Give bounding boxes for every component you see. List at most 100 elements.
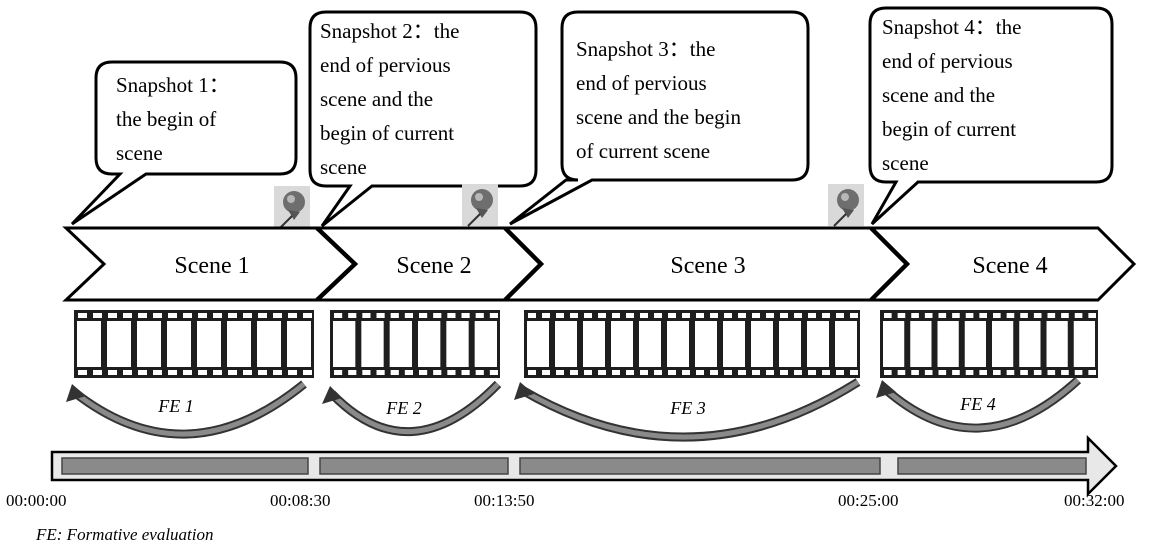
timestamp-3: 00:13:50 xyxy=(474,491,534,510)
snapshot-4-line-1: Snapshot 4：the xyxy=(882,15,1021,39)
snapshot-4-line-2: end of pervious xyxy=(882,49,1013,73)
sprocket-hole xyxy=(924,370,933,375)
sprocket-hole xyxy=(228,370,237,375)
sprocket-hole xyxy=(850,313,858,318)
film-frame xyxy=(1019,321,1041,367)
sprocket-hole xyxy=(1020,313,1028,318)
sprocket-hole xyxy=(288,370,297,375)
sprocket-hole xyxy=(475,313,484,318)
sprocket-hole xyxy=(710,313,718,318)
sprocket-hole xyxy=(108,313,117,318)
sprocket-hole xyxy=(794,370,802,375)
sprocket-hole xyxy=(752,313,760,318)
sprocket-hole xyxy=(952,370,960,375)
sprocket-hole xyxy=(404,313,413,318)
sprocket-hole xyxy=(938,313,947,318)
timestamp-2: 00:08:30 xyxy=(270,491,330,510)
sprocket-hole xyxy=(93,370,102,375)
sprocket-hole xyxy=(836,370,844,375)
sprocket-hole xyxy=(626,370,634,375)
sprocket-hole xyxy=(668,313,676,318)
sprocket-hole xyxy=(303,313,312,318)
sprocket-hole xyxy=(724,370,732,375)
film-frame xyxy=(835,321,857,367)
fe-4-label: FE 4 xyxy=(959,394,996,414)
sprocket-hole xyxy=(348,313,357,318)
sprocket-hole xyxy=(1074,313,1083,318)
sprocket-hole xyxy=(1047,370,1056,375)
sprocket-hole xyxy=(556,370,564,375)
sprocket-hole xyxy=(419,370,428,375)
film-frame xyxy=(964,321,986,367)
fe-1-label: FE 1 xyxy=(157,396,194,416)
sprocket-hole xyxy=(243,370,252,375)
sprocket-hole xyxy=(1047,313,1056,318)
sprocket-hole xyxy=(752,370,760,375)
film-frame xyxy=(418,321,441,367)
sprocket-hole xyxy=(696,313,704,318)
sprocket-hole xyxy=(766,313,774,318)
sprocket-hole xyxy=(273,313,282,318)
sprocket-hole xyxy=(258,370,267,375)
film-frame xyxy=(227,321,251,367)
timestamp-4: 00:25:00 xyxy=(838,491,898,510)
sprocket-hole xyxy=(570,313,578,318)
snapshot-bubble-1: Snapshot 1： the begin of scene xyxy=(70,60,298,226)
sprocket-hole xyxy=(288,313,297,318)
sprocket-hole xyxy=(911,370,919,375)
sprocket-hole xyxy=(1074,370,1083,375)
sprocket-hole xyxy=(404,370,413,375)
sprocket-hole xyxy=(612,370,620,375)
snapshot-1-line-1: Snapshot 1： xyxy=(116,73,230,97)
sprocket-hole xyxy=(884,313,892,318)
sprocket-hole xyxy=(489,370,498,375)
snapshot-3-line-4: of current scene xyxy=(576,139,710,163)
sprocket-hole xyxy=(626,313,634,318)
film-frame xyxy=(779,321,801,367)
sprocket-hole xyxy=(780,313,788,318)
sprocket-hole xyxy=(390,313,399,318)
sprocket-hole xyxy=(612,313,620,318)
sprocket-hole xyxy=(794,313,802,318)
sprocket-hole xyxy=(348,370,357,375)
film-frame xyxy=(937,321,959,367)
film-frame xyxy=(361,321,384,367)
sprocket-hole xyxy=(584,370,592,375)
film-frame xyxy=(910,321,932,367)
snapshot-2-line-3: scene and the xyxy=(320,87,433,111)
sprocket-hole xyxy=(78,313,87,318)
film-frame xyxy=(474,321,497,367)
svg-text:Snapshot 2：the end of pe: Snapshot 2：the end of pervious scene and… xyxy=(320,19,465,179)
sprocket-hole xyxy=(965,370,974,375)
sprocket-hole xyxy=(447,313,456,318)
sprocket-hole xyxy=(682,370,690,375)
sprocket-hole xyxy=(334,370,343,375)
sprocket-hole xyxy=(598,313,606,318)
snapshot-bubble-2: Snapshot 2：the end of pervious scene and… xyxy=(308,10,538,228)
film-strip-3 xyxy=(524,310,860,378)
sprocket-hole xyxy=(475,370,484,375)
snapshot-2-line-1: Snapshot 2：the xyxy=(320,19,459,43)
sprocket-hole xyxy=(897,313,906,318)
film-strip-2 xyxy=(330,310,500,378)
film-frame xyxy=(555,321,577,367)
sprocket-hole xyxy=(168,370,177,375)
film-frame xyxy=(333,321,356,367)
film-frame xyxy=(883,321,905,367)
sprocket-hole xyxy=(419,313,428,318)
snapshot-4-line-5: scene xyxy=(882,151,929,175)
time-segment-4 xyxy=(897,457,1087,475)
svg-text:Snapshot 1： the begin of: Snapshot 1： the begin of scene xyxy=(116,73,235,165)
snapshot-2-line-4: begin of current xyxy=(320,121,454,145)
scene-chevron-4: Scene 4 xyxy=(868,226,1137,302)
snapshot-4-line-3: scene and the xyxy=(882,83,995,107)
sprocket-hole xyxy=(258,313,267,318)
sprocket-hole xyxy=(1061,370,1069,375)
sprocket-hole xyxy=(334,313,343,318)
snapshot-1-line-3: scene xyxy=(116,141,163,165)
sprocket-hole xyxy=(542,370,550,375)
film-frame xyxy=(992,321,1014,367)
sprocket-hole xyxy=(780,370,788,375)
sprocket-hole xyxy=(884,370,892,375)
